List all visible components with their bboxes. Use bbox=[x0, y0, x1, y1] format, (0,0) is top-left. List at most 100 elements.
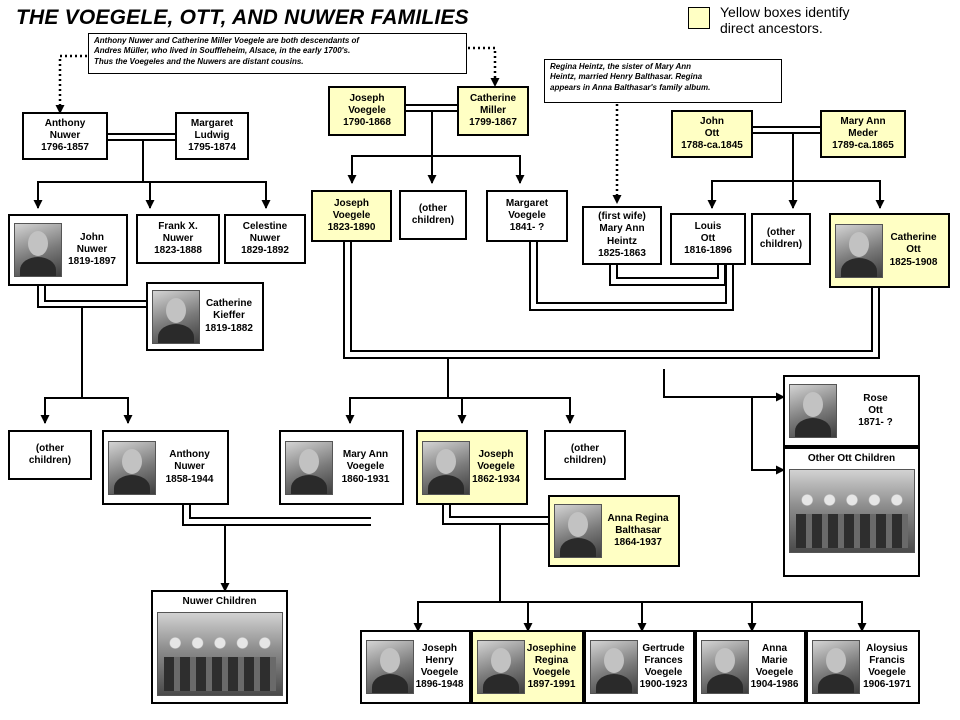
group-other-ott-children: Other Ott Children bbox=[783, 447, 920, 577]
person-line: Voegele bbox=[868, 667, 906, 678]
person-line: Louis bbox=[694, 220, 722, 232]
person-line: 1789-ca.1865 bbox=[832, 140, 894, 152]
person-line: Ott bbox=[700, 232, 716, 244]
person-line: Catherine bbox=[890, 232, 937, 244]
group-label: Other Ott Children bbox=[807, 453, 896, 464]
person-line: Voegele bbox=[532, 667, 571, 678]
note-ancestry: Anthony Nuwer and Catherine Miller Voege… bbox=[88, 33, 467, 74]
portrait-photo bbox=[477, 640, 525, 694]
person-line: children) bbox=[759, 239, 803, 250]
person-line: Joseph bbox=[478, 449, 514, 461]
group-label: Nuwer Children bbox=[182, 596, 257, 607]
note-line: Regina Heintz, the sister of Mary Ann bbox=[550, 62, 692, 71]
person-line: Anthony bbox=[169, 449, 210, 461]
person-line: 1796-1857 bbox=[41, 142, 89, 154]
person-line: Gertrude bbox=[642, 642, 685, 654]
person-line: 1825-1908 bbox=[889, 256, 938, 268]
person-line: 1841- ? bbox=[509, 222, 545, 234]
person-line: Voegele bbox=[420, 667, 459, 678]
person-line: Anthony bbox=[44, 117, 86, 129]
person-line: Miller bbox=[479, 104, 507, 116]
person-line: Joseph bbox=[421, 642, 457, 654]
person-line: Ludwig bbox=[194, 129, 230, 141]
person-line: (other bbox=[418, 202, 448, 214]
person-line: 1790-1868 bbox=[343, 117, 391, 129]
person-line: Catherine bbox=[469, 92, 517, 104]
person-line: Ott bbox=[704, 127, 720, 139]
portrait-photo bbox=[14, 223, 62, 277]
person-line: Aloysius bbox=[866, 642, 908, 654]
person-line: Nuwer bbox=[49, 129, 81, 141]
person-line: 1819-1897 bbox=[68, 256, 116, 268]
person-line: Anna bbox=[762, 642, 787, 654]
person-line: John bbox=[80, 231, 104, 243]
person-line: 1829-1892 bbox=[241, 245, 289, 257]
person-line: 1871- ? bbox=[858, 417, 893, 429]
person-line: Josephine bbox=[526, 642, 577, 654]
person-line: Nuwer bbox=[76, 243, 108, 255]
portrait-photo bbox=[590, 640, 638, 694]
person-line: Joseph bbox=[333, 197, 369, 209]
person-line: 1816-1896 bbox=[684, 245, 732, 257]
person-line: 1788-ca.1845 bbox=[681, 140, 743, 152]
person-line: Anna Regina bbox=[607, 512, 669, 524]
person-line: Voegele bbox=[477, 461, 515, 473]
person-line: 1900-1923 bbox=[639, 679, 688, 691]
person-line: Meder bbox=[848, 127, 878, 139]
person-line: (other bbox=[35, 442, 65, 454]
person-line: (other bbox=[570, 442, 600, 454]
person-line: Heintz bbox=[607, 235, 637, 247]
person-line: Rose bbox=[863, 392, 888, 404]
portrait-photo bbox=[812, 640, 860, 694]
person-line: Marie bbox=[761, 654, 788, 666]
person-line: Voegele bbox=[348, 104, 386, 116]
portrait-photo bbox=[422, 440, 470, 495]
note-line: Andres Müller, who lived in Souffleheim,… bbox=[94, 46, 351, 56]
person-line: Ott bbox=[868, 404, 883, 416]
portrait-photo bbox=[285, 440, 333, 495]
person-line: Mary Ann bbox=[840, 115, 886, 127]
portrait-photo bbox=[789, 384, 837, 438]
person-line: Margaret bbox=[505, 197, 549, 209]
person-line: 1860-1931 bbox=[341, 473, 390, 485]
person-line: Balthasar bbox=[615, 524, 661, 536]
person-line: children) bbox=[411, 215, 455, 226]
person-line: 1896-1948 bbox=[415, 679, 464, 691]
person-line: Nuwer bbox=[174, 461, 205, 473]
person-line: Catherine bbox=[205, 298, 253, 310]
person-line: 1904-1986 bbox=[750, 679, 799, 691]
person-line: Voegele bbox=[346, 461, 385, 473]
portrait-photo bbox=[554, 504, 602, 558]
note-line: Heintz, married Henry Balthasar. Regina bbox=[550, 72, 703, 82]
portrait-photo bbox=[108, 440, 156, 495]
person-line: 1799-1867 bbox=[469, 117, 517, 129]
group-photo bbox=[156, 612, 283, 697]
